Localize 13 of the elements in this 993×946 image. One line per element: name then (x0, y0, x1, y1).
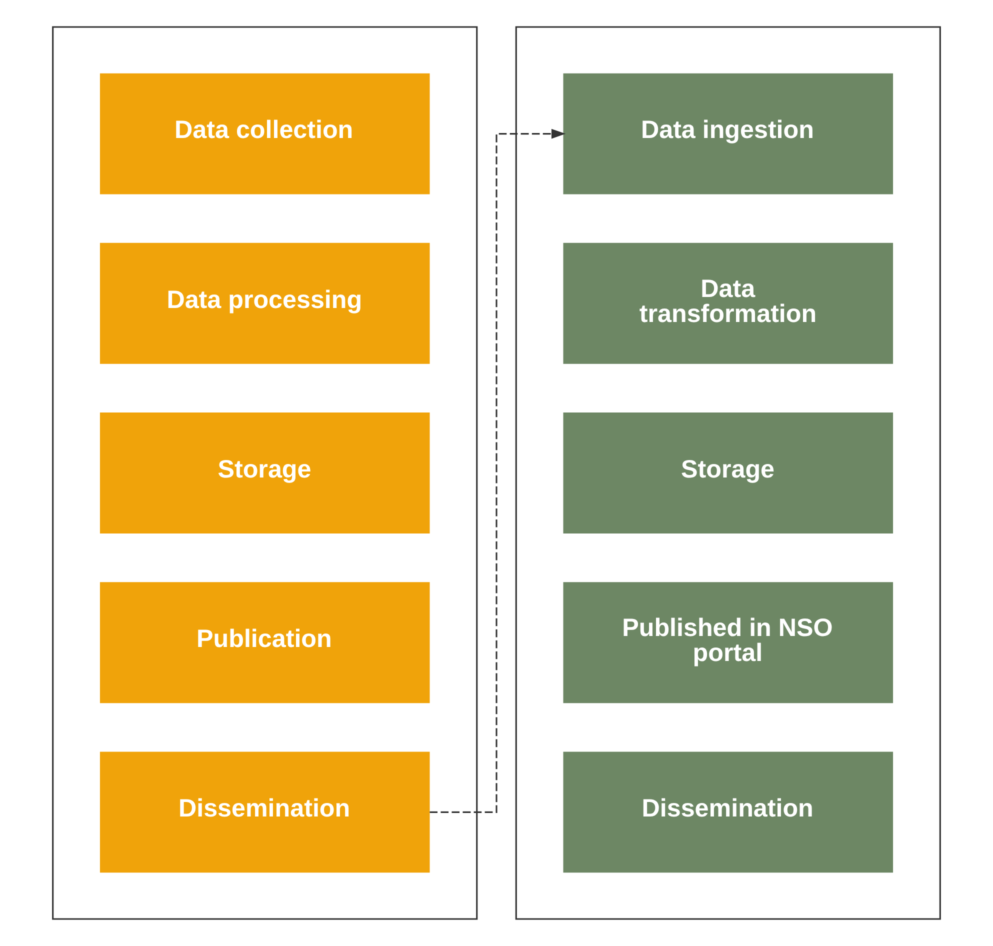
node-box: Data processing (100, 242, 430, 364)
node-box: Data ingestion (563, 73, 894, 194)
node-box: Storage (100, 412, 430, 534)
node-box: Published in NSO portal (563, 582, 894, 704)
node-box: Dissemination (563, 752, 894, 873)
node-box: Data transformation (563, 242, 894, 364)
arrow (430, 128, 566, 813)
node-box: Publication (100, 582, 430, 704)
node-box: Dissemination (100, 752, 430, 873)
node-box: Data collection (100, 73, 430, 194)
cluster (52, 26, 478, 920)
node-box: Storage (563, 412, 894, 534)
cluster (515, 26, 941, 920)
